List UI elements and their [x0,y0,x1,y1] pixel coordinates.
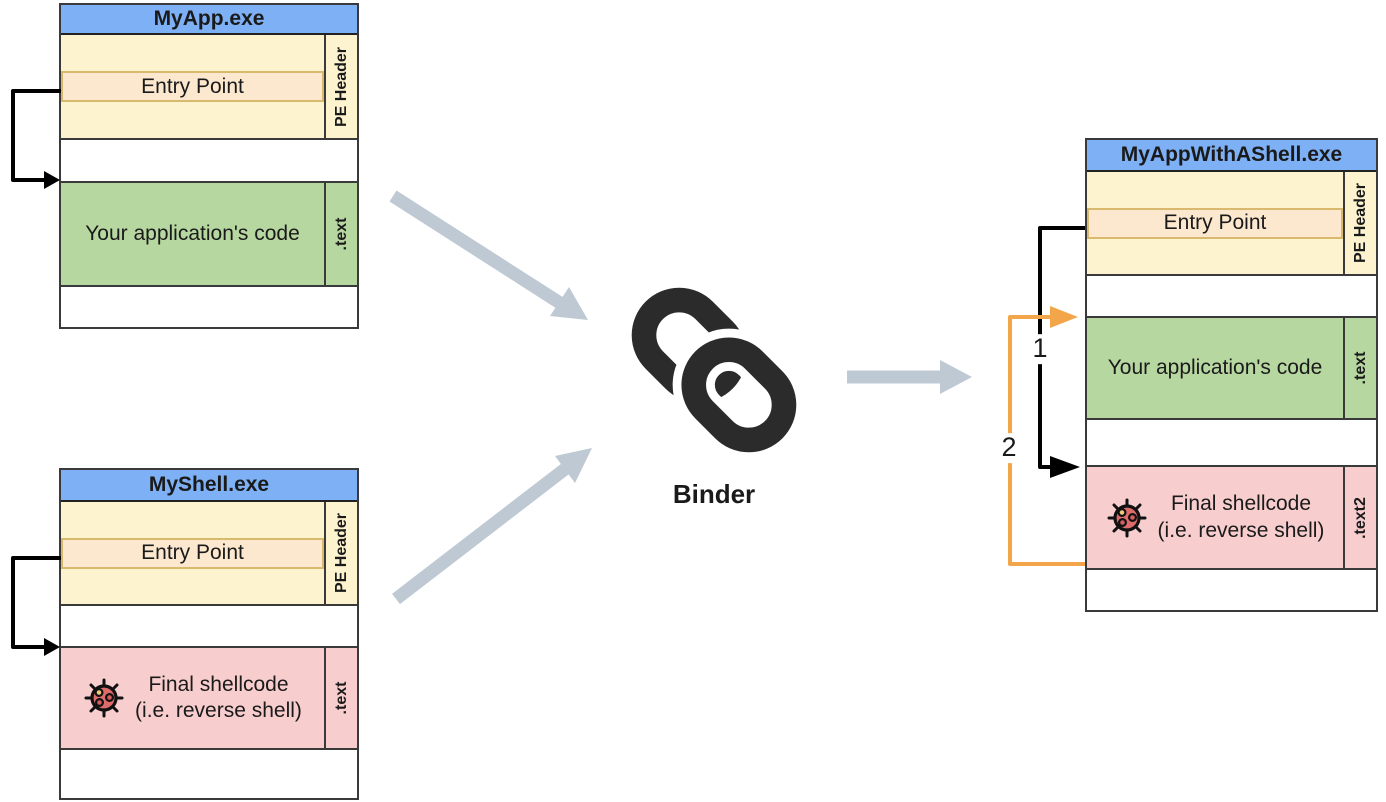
myshell-entry-point: Entry Point [61,537,324,569]
output-text-label: .text [1351,351,1369,385]
output-text2-strip: .text2 [1343,467,1376,568]
myapp-text-label: .text [332,217,350,251]
output-text2-label: .text2 [1351,496,1369,539]
output-text-section: Your application's code .text [1087,318,1376,420]
myapp-text-section: Your application's code .text [61,183,357,287]
myshell-text-section: Final shellcode (i.e. reverse shell) .te… [61,648,357,750]
myapp-bottom-section [61,287,357,327]
myshell-box: MyShell.exe Entry Point PE Header [59,468,359,800]
myapp-text-strip: .text [324,183,357,285]
myshell-gap-section [61,606,357,648]
output-gap2-section [1087,420,1376,467]
output-shellcode-line2: (i.e. reverse shell) [1157,518,1325,542]
chain-link-icon [612,268,816,472]
myapp-gap-section [61,140,357,183]
myshell-bottom-section [61,750,357,798]
output-pe-header-label: PE Header [1351,182,1369,264]
myshell-title: MyShell.exe [61,470,357,502]
output-text-strip: .text [1343,318,1376,418]
myshell-shellcode-line1: Final shellcode [148,672,289,696]
myapp-pe-header-strip: PE Header [324,35,357,138]
myshell-to-binder-arrow [392,448,592,605]
myshell-pe-header-section: Entry Point PE Header [61,502,357,606]
myshell-text-strip: .text [324,648,357,748]
output-pe-header-section: Entry Point PE Header [1087,172,1376,276]
flow-step-2-label: 2 [996,432,1022,463]
myapp-to-binder-arrow [389,190,588,320]
myapp-pe-header-label: PE Header [332,46,350,127]
myapp-code-label: Your application's code [85,222,300,245]
output-gap1-section [1087,276,1376,318]
myapp-box: MyApp.exe Entry Point PE Header Your app… [59,3,359,329]
output-code-label: Your application's code [1107,356,1323,379]
output-entry-point: Entry Point [1087,207,1343,239]
output-text2-section: Final shellcode (i.e. reverse shell) .te… [1087,467,1376,570]
binder-to-output-arrow [847,360,972,394]
output-pe-header-strip: PE Header [1343,172,1376,274]
output-bottom-section [1087,570,1376,610]
myapp-pe-header-section: Entry Point PE Header [61,35,357,140]
malware-bug-icon [1107,498,1147,537]
myapp-title: MyApp.exe [61,5,357,35]
myshell-text-label: .text [332,681,350,715]
binder-label: Binder [672,479,756,509]
myapp-entry-arrow [11,89,61,189]
myapp-entry-point: Entry Point [61,71,324,102]
output-title: MyAppWithAShell.exe [1087,140,1376,172]
output-box: MyAppWithAShell.exe Entry Point PE Heade… [1085,138,1378,612]
flow-step-1-label: 1 [1027,333,1053,364]
myshell-pe-header-strip: PE Header [324,502,357,604]
output-shellcode-line1: Final shellcode [1170,492,1312,516]
myshell-entry-arrow [11,556,61,656]
malware-bug-icon [84,678,124,718]
myshell-shellcode-line2: (i.e. reverse shell) [135,699,302,722]
myshell-pe-header-label: PE Header [332,512,350,594]
